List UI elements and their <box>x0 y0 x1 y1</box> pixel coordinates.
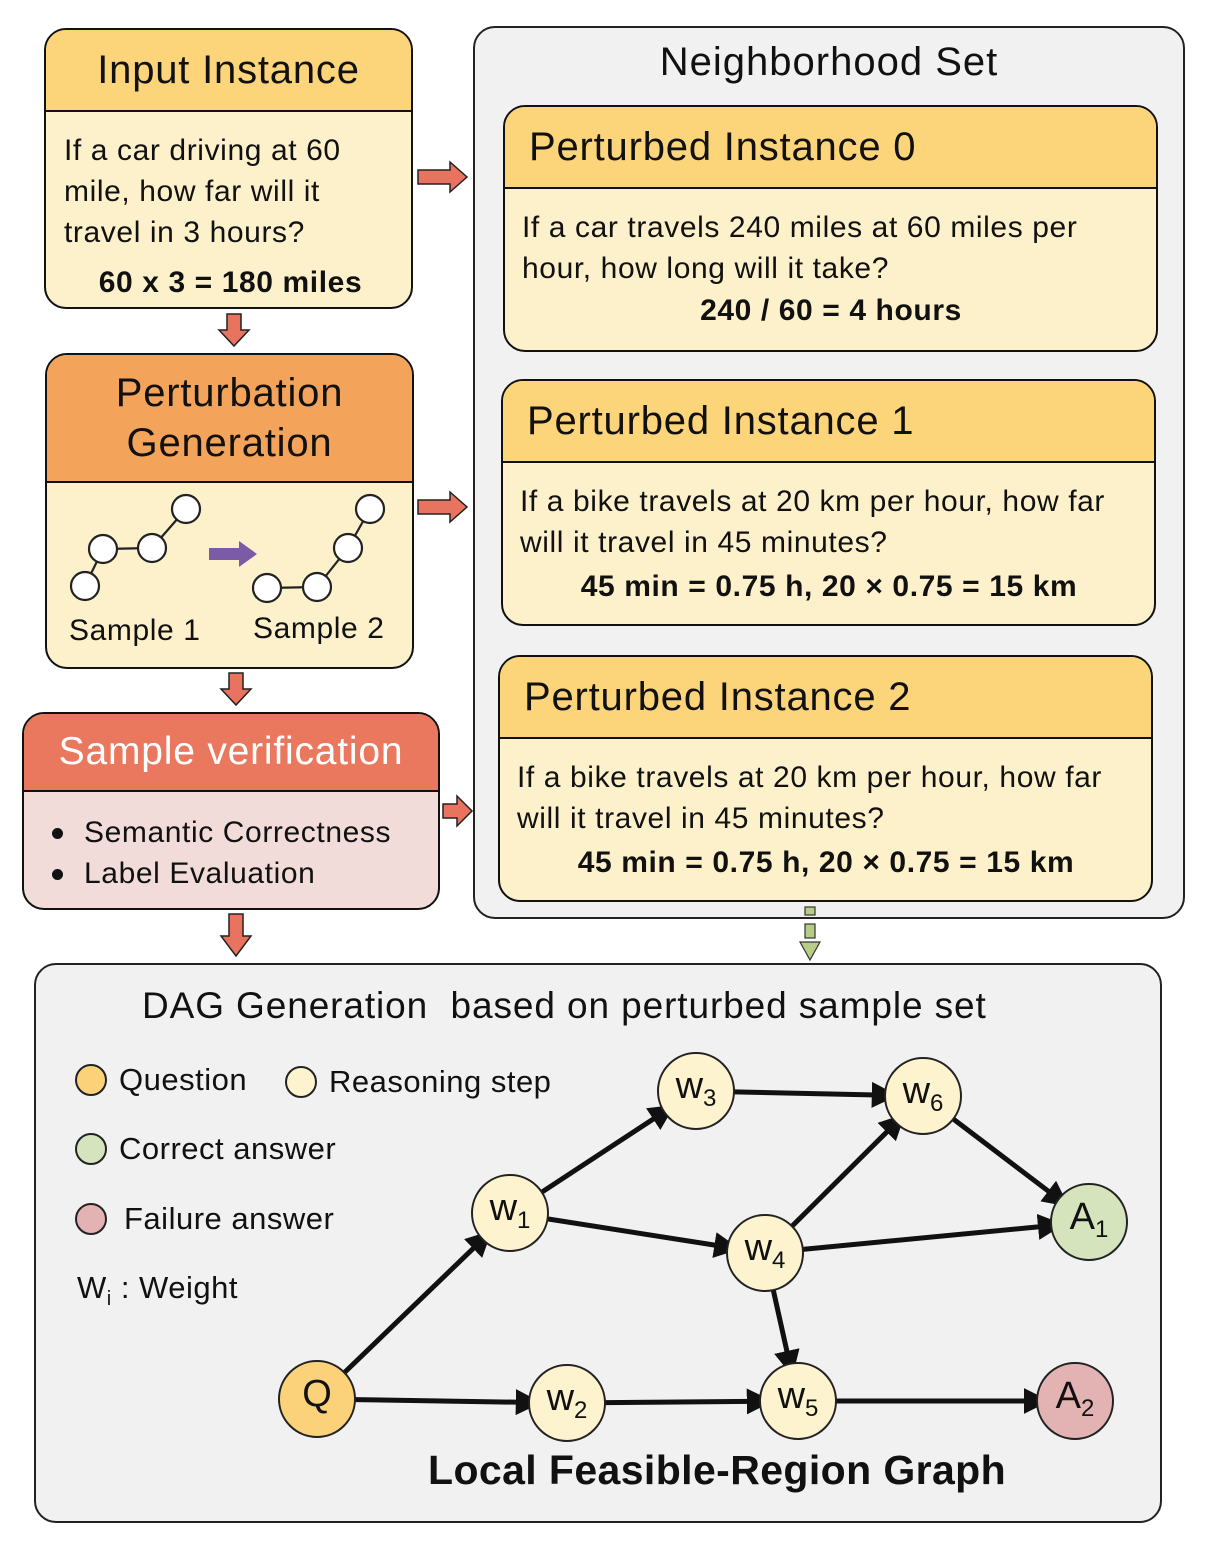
perturbed-instance-2-text: If a bike travels at 20 km per hour, how… <box>517 761 1103 835</box>
node-A2 <box>1036 1362 1114 1440</box>
edge-w1-w4 <box>547 1216 741 1258</box>
legend-correct: Correct answer <box>75 1131 336 1167</box>
perturbed-instance-1-title: Perturbed Instance 1 <box>503 381 1154 463</box>
dag-nodes <box>278 1052 1128 1442</box>
reasoning-legend-dot <box>285 1066 317 1098</box>
input-instance-equation: 60 x 3 = 180 miles <box>98 266 363 299</box>
right-arrow-3 <box>442 794 474 828</box>
failure-legend-dot <box>75 1203 107 1235</box>
neighborhood-set-title: Neighborhood Set <box>659 40 999 84</box>
edge-Q-w1 <box>342 1230 492 1375</box>
perturbation-generation-box: Perturbation Generation <box>45 353 414 669</box>
edge-w3-w6 <box>733 1081 898 1108</box>
edge-w4-A1 <box>802 1213 1064 1252</box>
legend-weight-sub: i <box>106 1288 112 1311</box>
legend-question-label: Question <box>119 1062 248 1097</box>
right-arrow-2 <box>417 490 469 524</box>
node-Q <box>278 1360 356 1438</box>
sample-1-graph <box>69 493 202 602</box>
transform-arrow <box>209 541 257 567</box>
legend-weight: Wi : Weight <box>77 1270 238 1311</box>
perturbed-instance-2-title: Perturbed Instance 2 <box>500 657 1151 739</box>
edge-w2-w5 <box>604 1388 773 1415</box>
verification-item-semantic: Semantic Correctness <box>24 812 438 853</box>
node-w1 <box>471 1174 549 1252</box>
sample-2-label: Sample 2 <box>253 612 385 645</box>
perturbed-instance-0: Perturbed Instance 0 If a car travels 24… <box>503 105 1158 352</box>
right-arrow-1 <box>417 160 469 194</box>
edge-w4-w5 <box>770 1289 800 1377</box>
legend-reasoning: Reasoning step <box>285 1064 551 1100</box>
node-w6 <box>884 1057 962 1135</box>
perturbed-instance-2: Perturbed Instance 2 If a bike travels a… <box>498 655 1153 902</box>
perturbed-instance-1-text: If a bike travels at 20 km per hour, how… <box>520 485 1106 559</box>
sample-1-label: Sample 1 <box>69 614 201 647</box>
perturbed-instance-0-equation: 240 / 60 = 4 hours <box>700 294 962 327</box>
dag-title: DAG Generation based on perturbed sample… <box>142 985 987 1026</box>
node-w2 <box>528 1364 606 1442</box>
edge-w6-A1 <box>951 1116 1069 1207</box>
sample-verification-title: Sample verification <box>24 714 438 792</box>
down-arrow-1 <box>217 313 251 348</box>
node-w3 <box>657 1052 735 1130</box>
down-arrow-3 <box>219 913 253 958</box>
edge-Q-w2 <box>354 1389 542 1416</box>
input-instance-title: Input Instance <box>46 30 411 112</box>
node-w4 <box>726 1214 804 1292</box>
input-instance-box: Input Instance If a car driving at 60 mi… <box>44 28 413 309</box>
dashed-down-arrow <box>798 906 822 962</box>
edge-w1-w3 <box>540 1104 675 1195</box>
node-A1 <box>1050 1183 1128 1261</box>
perturbation-generation-title: Perturbation Generation <box>47 355 412 483</box>
node-w5 <box>759 1362 837 1440</box>
sample-verification-box: Sample verification Semantic Correctness… <box>22 712 440 910</box>
verification-item-label: Label Evaluation <box>24 853 438 894</box>
perturbation-generation-title-line2: Generation <box>126 421 333 465</box>
perturbation-generation-title-line1: Perturbation <box>115 371 344 415</box>
question-legend-dot <box>75 1064 107 1096</box>
correct-legend-dot <box>75 1133 107 1165</box>
legend-failure: Failure answer <box>75 1201 334 1237</box>
sample-2-graph <box>251 493 386 604</box>
perturbed-instance-0-text: If a car travels 240 miles at 60 miles p… <box>522 211 1078 285</box>
input-instance-text: If a car driving at 60 mile, how far wil… <box>64 134 341 249</box>
graph-caption: Local Feasible-Region Graph <box>428 1447 1007 1493</box>
dag-edges <box>342 1081 1069 1416</box>
legend-failure-label: Failure answer <box>124 1201 335 1236</box>
perturbed-instance-2-equation: 45 min = 0.75 h, 20 × 0.75 = 15 km <box>577 846 1075 879</box>
legend-question: Question <box>75 1062 247 1098</box>
perturbed-instance-0-title: Perturbed Instance 0 <box>505 107 1156 189</box>
perturbed-instance-1-equation: 45 min = 0.75 h, 20 × 0.75 = 15 km <box>580 570 1078 603</box>
legend-reasoning-label: Reasoning step <box>329 1064 552 1099</box>
legend-weight-symbol: W <box>77 1270 107 1305</box>
perturbed-instance-1: Perturbed Instance 1 If a bike travels a… <box>501 379 1156 626</box>
legend-weight-text: : Weight <box>111 1270 238 1305</box>
dag-panel <box>34 963 1162 1523</box>
down-arrow-2 <box>219 672 253 707</box>
edge-w4-w6 <box>790 1113 906 1228</box>
legend-correct-label: Correct answer <box>119 1131 337 1166</box>
